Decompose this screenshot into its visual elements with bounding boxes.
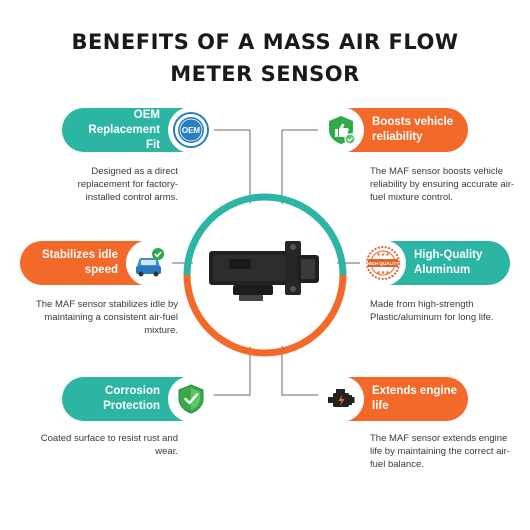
title-line-1: BENEFITS OF A MASS AIR FLOW [71, 30, 459, 54]
page-title: BENEFITS OF A MASS AIR FLOW METER SENSOR [0, 26, 530, 90]
benefit-corrosion-title: Corrosion Protection [103, 385, 160, 412]
benefit-reliability-title: Boosts vehicle reliability [372, 116, 454, 143]
high-quality-stamp-icon: HIGH QUALITY ★★★ ★★★ [360, 240, 406, 286]
benefit-aluminum-description: Made from high-strength Plastic/aluminum… [370, 299, 494, 323]
benefit-oem-title: OEM Replacement Fit [88, 108, 160, 151]
benefit-engine-pill: Extends engine life [318, 376, 468, 422]
maf-sensor-image [183, 193, 347, 357]
benefit-engine-description: The MAF sensor extends engine life by ma… [370, 433, 510, 470]
engine-icon [318, 376, 364, 422]
benefit-engine-title: Extends engine life [372, 385, 457, 412]
benefit-idle-description: The MAF sensor stabilizes idle by mainta… [35, 299, 178, 336]
benefit-aluminum-pill: HIGH QUALITY ★★★ ★★★ High-Quality Alumin… [360, 240, 510, 286]
benefit-corrosion-pill: Corrosion Protection [62, 376, 214, 422]
benefit-oem-pill: OEM Replacement Fit OEM [62, 107, 214, 153]
thumbs-up-shield-icon [318, 107, 364, 153]
car-check-icon [126, 240, 172, 286]
title-line-2: METER SENSOR [170, 62, 360, 86]
high-quality-badge-text: HIGH QUALITY [367, 261, 400, 266]
benefit-idle-pill: Stabilizes idle speed [20, 240, 172, 286]
oem-badge-text: OEM [182, 126, 201, 135]
svg-text:★★★: ★★★ [376, 270, 390, 276]
benefit-reliability-description: The MAF sensor boosts vehicle reliabilit… [370, 166, 515, 203]
benefit-reliability-pill: Boosts vehicle reliability [318, 107, 468, 153]
benefit-oem-description: Designed as a direct replacement for fac… [77, 166, 178, 203]
benefit-corrosion-description: Coated surface to resist rust and wear. [40, 433, 178, 457]
benefit-idle-title: Stabilizes idle speed [41, 249, 118, 276]
benefit-aluminum-title: High-Quality Aluminum [414, 249, 483, 276]
svg-text:★★★: ★★★ [376, 252, 390, 258]
oem-seal-icon: OEM [168, 107, 214, 153]
shield-check-icon [168, 376, 214, 422]
